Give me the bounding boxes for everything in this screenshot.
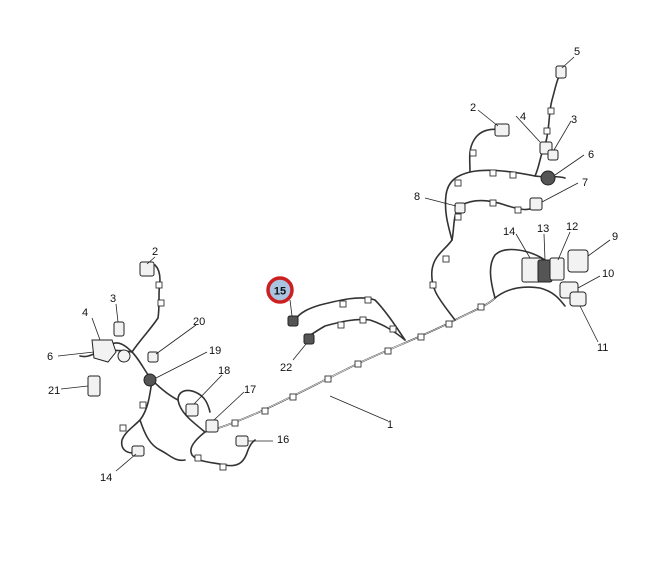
connector-20 <box>147 351 159 363</box>
connector-21 <box>87 375 101 397</box>
callout-22: 22 <box>280 362 292 374</box>
callout-labels: 1 2 2 3 3 4 4 5 6 6 7 8 9 10 11 12 13 14… <box>47 46 618 484</box>
connector-14-left <box>131 445 145 457</box>
callout-12: 12 <box>566 221 578 233</box>
connector-6-right <box>540 170 556 186</box>
callout-6-right: 6 <box>588 149 594 161</box>
callout-6-left: 6 <box>47 351 53 363</box>
callout-11: 11 <box>597 342 608 354</box>
connector-11 <box>569 291 587 307</box>
callout-18: 18 <box>218 365 230 377</box>
callout-4-left: 4 <box>82 307 88 319</box>
callout-15: 15 <box>274 286 286 298</box>
highlighted-callout-15[interactable]: 15 <box>266 276 294 304</box>
callout-10: 10 <box>602 268 614 280</box>
callout-14-left: 14 <box>100 472 112 484</box>
connector-19 <box>143 373 157 387</box>
connector-16 <box>235 435 249 447</box>
connector-17 <box>205 419 219 433</box>
callout-19: 19 <box>209 345 221 357</box>
connector-12 <box>549 257 565 281</box>
callout-9: 9 <box>612 231 618 243</box>
callout-8: 8 <box>414 191 420 203</box>
connector-6-left <box>117 349 131 363</box>
connector-4-left <box>91 339 117 363</box>
connector-3-right <box>547 149 559 161</box>
callout-2-left: 2 <box>152 246 158 258</box>
leader-lines <box>57 56 611 472</box>
callout-14-right: 14 <box>503 226 515 238</box>
connector-3-left <box>113 321 125 337</box>
harness-clips <box>107 107 555 471</box>
callout-7: 7 <box>582 177 588 189</box>
connector-18 <box>185 403 199 417</box>
callout-13: 13 <box>537 223 549 235</box>
callout-21: 21 <box>48 385 60 397</box>
connector-5 <box>555 65 567 79</box>
highlight-ring <box>266 276 294 304</box>
callout-3-left: 3 <box>110 293 116 305</box>
harness-components <box>87 65 589 457</box>
connector-2-right <box>494 123 510 137</box>
callout-5: 5 <box>574 46 580 58</box>
connector-7 <box>529 197 543 211</box>
callout-3-right: 3 <box>571 114 577 126</box>
connector-22 <box>303 333 315 345</box>
callout-1: 1 <box>387 419 393 431</box>
connector-2-left <box>139 261 155 277</box>
connector-9 <box>567 249 589 273</box>
callout-4-right: 4 <box>520 111 526 123</box>
connector-15 <box>287 315 299 327</box>
callout-17: 17 <box>244 384 256 396</box>
callout-16: 16 <box>277 434 289 446</box>
connector-8 <box>454 202 466 214</box>
callout-2-right: 2 <box>470 102 476 114</box>
callout-20: 20 <box>193 316 205 328</box>
